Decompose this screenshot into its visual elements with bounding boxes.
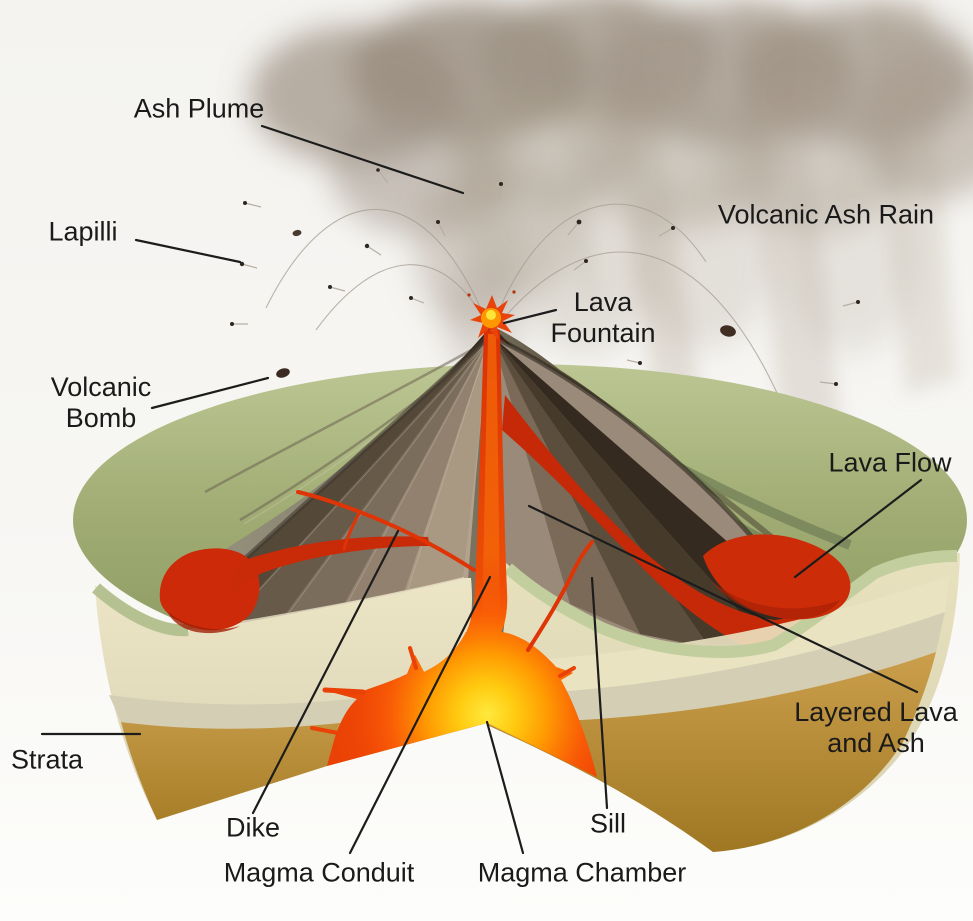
sill-crack: [526, 540, 594, 652]
leader-line-ash-plume: [260, 124, 465, 195]
leader-line-magma-chamber: [485, 720, 525, 855]
leader-line-lava-flow: [793, 478, 923, 579]
leader-line-magma-conduit: [348, 575, 492, 855]
leader-line-layered-lava-and-ash: [527, 504, 919, 694]
magma-veins: [310, 646, 576, 735]
volcanic-bomb-particle: [276, 368, 290, 378]
leader-line-dike: [251, 529, 400, 815]
volcanic-bomb-particle: [720, 325, 736, 337]
leader-lines: [40, 124, 923, 855]
leader-line-volcanic-bomb: [150, 376, 270, 410]
lava-fountain-burst: [467, 290, 516, 341]
lapilli-particles: [230, 168, 860, 392]
lava-flow-pool: [703, 534, 851, 620]
lapilli-trajectory-arcs: [265, 203, 801, 451]
leader-line-sill: [590, 576, 609, 810]
leader-line-lava-fountain: [502, 308, 558, 325]
lava-flow-left: [159, 536, 430, 634]
leader-line-lapilli: [134, 238, 242, 264]
ash-plume-cloud: [250, 0, 973, 376]
dike-crack: [296, 490, 476, 572]
